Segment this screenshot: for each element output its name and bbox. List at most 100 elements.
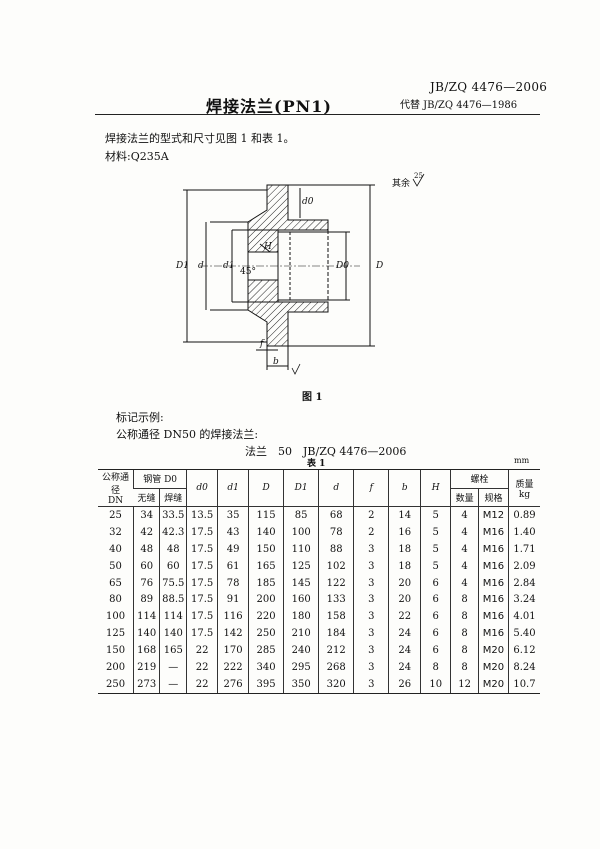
cell-qty: 4 xyxy=(450,540,479,558)
cell-D1: 85 xyxy=(283,506,319,524)
col-dn-bottom: DN xyxy=(107,496,124,506)
intro-line-1: 焊接法兰的型式和尺寸见图 1 和表 1。 xyxy=(105,132,295,145)
cell-b: 20 xyxy=(388,591,421,609)
cell-welded: 75.5 xyxy=(159,574,187,592)
cell-seamless: 76 xyxy=(133,574,160,592)
cell-seamless: 168 xyxy=(133,642,160,660)
cell-D1: 160 xyxy=(283,591,319,609)
cell-seamless: 34 xyxy=(133,506,160,524)
cell-D1: 350 xyxy=(283,675,319,694)
marking-description: 公称通径 DN50 的焊接法兰: xyxy=(116,428,259,441)
cell-H: 5 xyxy=(420,557,451,575)
cell-f: 3 xyxy=(353,659,389,676)
cell-D1: 295 xyxy=(283,659,319,676)
cell-d0: 17.5 xyxy=(186,540,218,558)
cell-f: 3 xyxy=(353,675,389,694)
cell-H: 10 xyxy=(420,675,451,694)
label-d0: d0 xyxy=(302,197,314,207)
label-b: b xyxy=(273,357,279,367)
cell-seamless: 48 xyxy=(133,540,160,558)
col-pipe: 钢管 D0 xyxy=(133,469,187,489)
cell-d: 68 xyxy=(318,506,354,524)
cell-qty: 4 xyxy=(450,557,479,575)
replaces-note: 代替 JB/ZQ 4476—1986 xyxy=(400,100,518,111)
cell-f: 3 xyxy=(353,557,389,575)
cell-f: 2 xyxy=(353,523,389,541)
col-mass-top: 质量 xyxy=(515,479,534,490)
label-f: f xyxy=(259,339,265,349)
cell-dn: 200 xyxy=(105,661,126,673)
cell-qty: 4 xyxy=(450,506,479,524)
cell-d1: 276 xyxy=(217,675,249,694)
col-dn-top: 公称通径 xyxy=(102,473,130,496)
col-f: f xyxy=(353,469,389,507)
flange-section-top xyxy=(247,184,329,253)
cell-welded: 33.5 xyxy=(159,506,187,524)
cell-spec: M16 xyxy=(478,574,509,592)
cell-mass: 6.12 xyxy=(507,642,540,660)
cell-D: 395 xyxy=(248,675,284,694)
cell-mass: 1.71 xyxy=(507,540,540,558)
cell-spec: M16 xyxy=(478,591,509,609)
cell-D: 165 xyxy=(248,557,284,575)
cell-D1: 125 xyxy=(283,557,319,575)
cell-spec: M16 xyxy=(478,608,509,626)
cell-b: 16 xyxy=(388,523,421,541)
col-seamless: 无缝 xyxy=(133,488,160,507)
cell-f: 3 xyxy=(353,642,389,660)
cell-D1: 210 xyxy=(283,625,319,643)
label-d1: d1 xyxy=(223,261,235,271)
roughness-symbol-small-icon xyxy=(291,363,301,375)
cell-dn: 80 xyxy=(109,594,122,606)
cell-f: 3 xyxy=(353,608,389,626)
cell-dn: 50 xyxy=(109,560,122,572)
cell-D: 250 xyxy=(248,625,284,643)
cell-d0: 22 xyxy=(186,642,218,660)
col-H: H xyxy=(420,469,451,507)
title-rule xyxy=(95,114,540,115)
cell-b: 24 xyxy=(388,642,421,660)
cell-b: 24 xyxy=(388,659,421,676)
cell-qty: 8 xyxy=(450,659,479,676)
cell-mass: 0.89 xyxy=(507,506,540,524)
cell-b: 18 xyxy=(388,540,421,558)
cell-D: 340 xyxy=(248,659,284,676)
cell-d1: 170 xyxy=(217,642,249,660)
cell-d0: 17.5 xyxy=(186,591,218,609)
cell-dn: 25 xyxy=(109,509,122,521)
cell-qty: 8 xyxy=(450,642,479,660)
col-welded: 焊缝 xyxy=(159,488,187,507)
intro-material: 材料:Q235A xyxy=(105,150,169,163)
cell-d0: 17.5 xyxy=(186,523,218,541)
cell-seamless: 60 xyxy=(133,557,160,575)
cell-mass: 2.84 xyxy=(507,574,540,592)
cell-D: 200 xyxy=(248,591,284,609)
cell-qty: 8 xyxy=(450,625,479,643)
cell-d1: 91 xyxy=(217,591,249,609)
cell-welded: 60 xyxy=(159,557,187,575)
cell-f: 3 xyxy=(353,591,389,609)
cell-f: 2 xyxy=(353,506,389,524)
cell-d1: 142 xyxy=(217,625,249,643)
cell-d: 268 xyxy=(318,659,354,676)
col-mass: 质量 kg xyxy=(507,469,540,507)
cell-seamless: 114 xyxy=(133,608,160,626)
cell-d0: 22 xyxy=(186,659,218,676)
label-H: H xyxy=(263,242,272,252)
col-d: d xyxy=(318,469,354,507)
cell-d: 78 xyxy=(318,523,354,541)
cell-qty: 8 xyxy=(450,608,479,626)
label-chamfer: 45° xyxy=(240,267,256,277)
cell-d: 320 xyxy=(318,675,354,694)
cell-d: 133 xyxy=(318,591,354,609)
label-D: D xyxy=(375,261,383,271)
cell-dn: 125 xyxy=(105,628,126,640)
